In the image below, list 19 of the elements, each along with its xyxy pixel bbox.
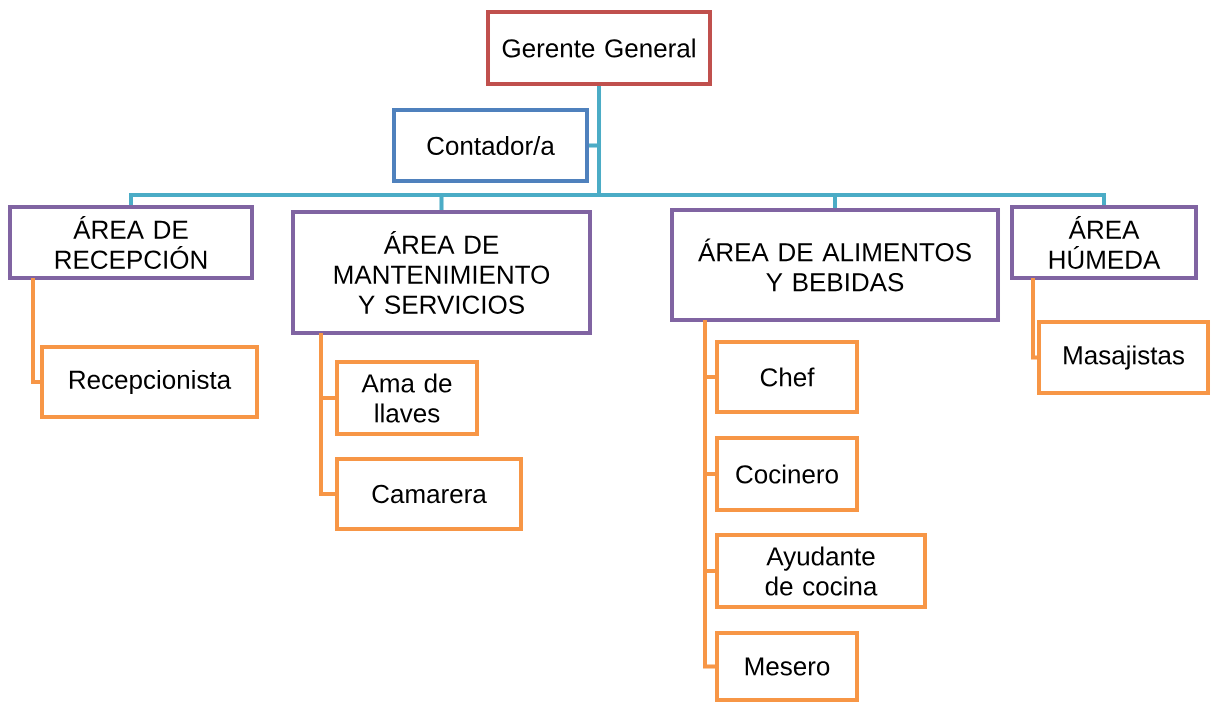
- position-box: Recepcionista: [40, 345, 259, 419]
- area-box: ÁREA HÚMEDA: [1010, 205, 1198, 280]
- position-box: Ama de llaves: [335, 360, 479, 436]
- connector-line: [31, 278, 40, 384]
- area-box: ÁREA DE ALIMENTOS Y BEBIDAS: [670, 208, 1000, 322]
- connector-line: [319, 333, 335, 496]
- area-box: ÁREA DE MANTENIMIENTO Y SERVICIOS: [291, 210, 592, 335]
- connector-line: [597, 86, 1106, 205]
- position-box: Camarera: [335, 457, 523, 531]
- position-box: Chef: [715, 340, 859, 414]
- manager-box: Gerente General: [486, 10, 712, 86]
- connector-line: [1031, 278, 1037, 360]
- position-box: Cocinero: [715, 436, 859, 512]
- staff-box: Contador/a: [392, 108, 589, 183]
- position-box: Mesero: [715, 631, 859, 702]
- position-box: Ayudante de cocina: [715, 533, 927, 609]
- area-box: ÁREA DE RECEPCIÓN: [8, 205, 254, 280]
- position-box: Masajistas: [1037, 320, 1210, 395]
- connector-line: [703, 320, 715, 669]
